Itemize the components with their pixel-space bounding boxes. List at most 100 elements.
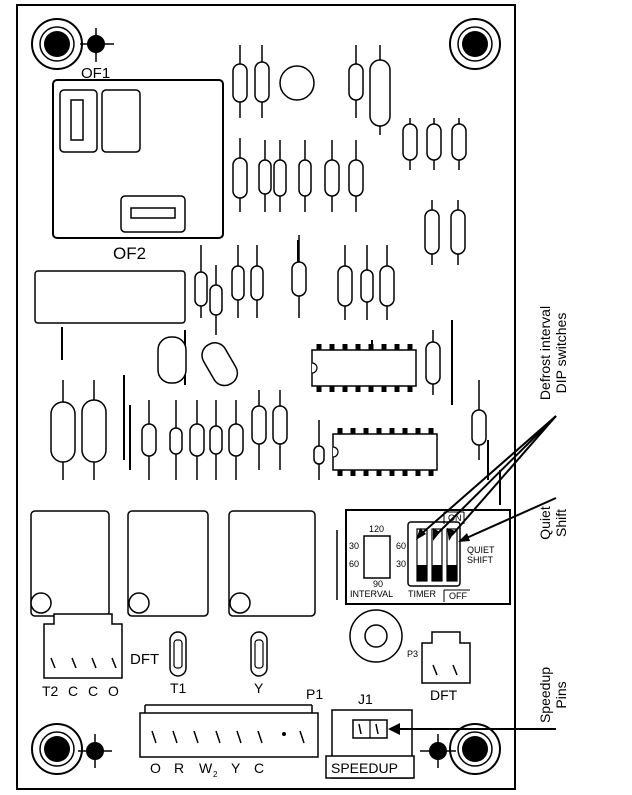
defrost-arrowheads — [416, 528, 455, 541]
large-component — [34, 270, 186, 324]
p1-pin-y-label: Y — [231, 760, 241, 776]
ic-pin — [394, 344, 400, 350]
dft-connector-right — [421, 631, 471, 684]
ic-notch — [332, 446, 339, 458]
t2-label: T2 — [42, 683, 59, 699]
resistor — [251, 405, 267, 445]
dip-interval-label: INTERVAL — [350, 589, 393, 599]
mounting-hole-top-right — [449, 18, 501, 70]
p1-connector — [139, 704, 319, 758]
c2-label: C — [88, 683, 98, 699]
ic-pin — [428, 428, 434, 434]
ic-pin — [394, 386, 400, 392]
ic-pin — [368, 344, 374, 350]
speedup-callout-label: Speedup Pins — [537, 663, 571, 727]
quiet-shift-arrow — [458, 497, 557, 542]
via-bottom-left — [78, 734, 112, 768]
ic-chip-2 — [332, 428, 438, 476]
ic-pin — [350, 428, 356, 434]
resistor — [209, 284, 223, 316]
ic-pin — [402, 428, 408, 434]
resistor — [273, 159, 287, 197]
c1-label: C — [68, 683, 78, 699]
ic-pin — [337, 470, 343, 476]
resistor — [424, 209, 440, 255]
ic-body — [332, 433, 438, 471]
ic-pin — [363, 470, 369, 476]
ic-pin — [329, 344, 335, 350]
defrost-callout-arrows — [419, 415, 557, 536]
resistor — [258, 159, 272, 195]
ic-notch — [311, 362, 318, 374]
resistor — [194, 271, 208, 307]
dip-timer-label: TIMER — [408, 589, 436, 599]
resistor — [313, 445, 325, 465]
j1-label: J1 — [358, 691, 373, 707]
dip-60-left-label: 60 — [349, 559, 359, 569]
resistor — [426, 123, 442, 161]
resistor — [50, 401, 76, 463]
defrost-callout-line1: Defrost interval — [537, 305, 553, 401]
ic-pin — [389, 470, 395, 476]
ic-pin — [363, 428, 369, 434]
resistor — [369, 59, 391, 127]
quiet-callout-line1: Quiet — [537, 506, 553, 540]
dip-off-label: OFF — [449, 591, 467, 601]
ic-pin — [402, 470, 408, 476]
of2-label: OF2 — [113, 244, 146, 263]
ic-pin — [342, 386, 348, 392]
dip-30-right-label: 30 — [396, 559, 406, 569]
ic-pin — [415, 428, 421, 434]
quiet-callout-line2: Shift — [553, 509, 569, 538]
speedup-label: SPEEDUP — [331, 760, 398, 776]
resistor — [141, 423, 157, 457]
mounting-hole-top-left — [31, 18, 83, 70]
y-label: Y — [254, 680, 264, 696]
ic-pin — [376, 428, 382, 434]
y-terminal — [250, 631, 268, 677]
dip-90-label: 90 — [373, 579, 383, 589]
o-left-label: O — [108, 683, 119, 699]
ic-pin — [407, 386, 413, 392]
resistor — [298, 159, 312, 197]
p1-pin-c-label: C — [254, 760, 264, 776]
resistor — [232, 63, 248, 103]
resistor — [360, 269, 374, 303]
p3-label: P3 — [407, 649, 418, 659]
resistor — [425, 341, 441, 385]
dip-on-label: ON — [448, 513, 462, 523]
ic-pin — [355, 386, 361, 392]
buzzer — [349, 609, 403, 663]
resistor — [291, 261, 307, 297]
resistor — [348, 159, 364, 197]
relay-3 — [228, 510, 316, 617]
resistor — [81, 399, 107, 463]
dip-120-label: 120 — [369, 524, 384, 534]
p1-pin-w-subscript: 2 — [213, 770, 218, 779]
resistor — [232, 157, 248, 199]
t1-terminal — [169, 631, 187, 677]
dip-shift-label: SHIFT — [467, 555, 494, 565]
resistor-group — [50, 45, 501, 505]
resistor — [250, 265, 264, 301]
ic-pin — [355, 344, 361, 350]
ic-pin — [381, 386, 387, 392]
dip-60-right-label: 60 — [396, 541, 406, 551]
mounting-hole-bottom-left — [31, 723, 83, 775]
resistor — [231, 265, 245, 301]
ic-pin — [316, 344, 322, 350]
resistor — [379, 265, 395, 307]
relay-2 — [127, 510, 209, 617]
dip-quiet-label: QUIET — [467, 545, 495, 555]
ic-chip-1 — [311, 344, 417, 392]
dip-switch-block — [336, 509, 511, 605]
p1-pin-r-label: R — [174, 760, 184, 776]
resistor — [189, 423, 205, 457]
resistor — [348, 63, 364, 101]
dft-left-label: DFT — [130, 651, 159, 668]
relay-1 — [30, 510, 110, 617]
ic-body — [311, 349, 417, 387]
p1-label: P1 — [306, 686, 323, 702]
resistor — [209, 425, 223, 455]
ic-pin — [329, 386, 335, 392]
